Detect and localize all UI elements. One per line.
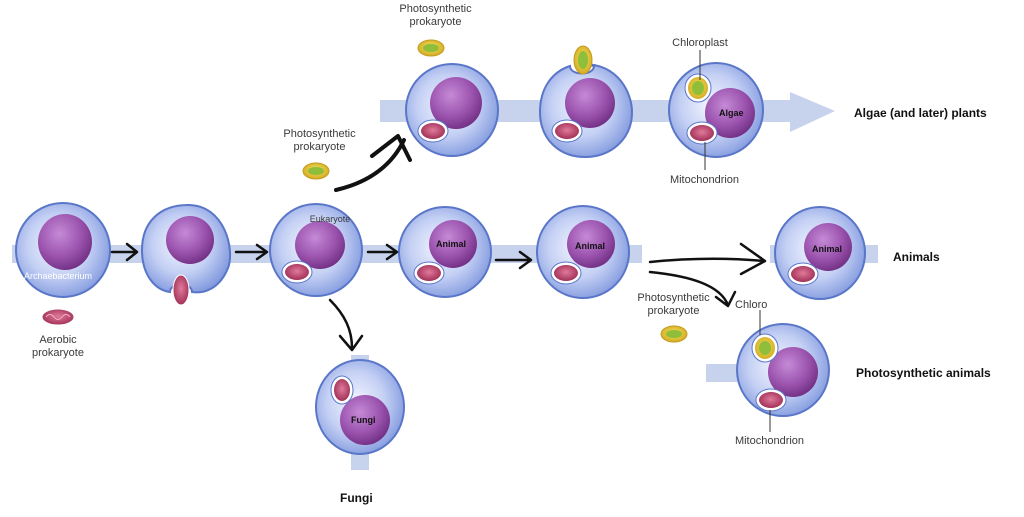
cell-algae [668,62,764,158]
outcome-algae-plants: Algae (and later) plants [854,106,987,120]
label-mitochondrion-top: Mitochondrion [669,174,740,186]
cell-top-2 [538,45,634,159]
label-chloroplast-cut: Chloro [735,299,768,311]
cell-animal-1 [398,206,492,298]
cell-photosynthetic-animal [736,323,830,417]
cell-archaebacterium [15,202,111,298]
arrows [110,134,767,352]
cell-top-1 [405,63,499,157]
outcome-photosynthetic-animals: Photosynthetic animals [856,366,991,380]
label-animal-1: Animal [436,239,467,249]
free-chloroplast-right [660,325,688,343]
free-chloroplast-mid [302,162,330,180]
label-photosynthetic-top: Photosynthetic prokaryote [399,3,472,28]
label-animal-2: Animal [575,241,606,251]
cell-fungi [315,359,405,455]
label-fungi-inner: Fungi [351,415,376,425]
label-animal-3: Animal [812,244,843,254]
arrow-photo-animals [648,270,737,308]
band-top-arrow [790,92,835,132]
label-photosynthetic-right: Photosynthetic prokaryote [637,292,710,317]
label-archaebacterium: Archaebacterium [24,271,93,281]
label-mitochondrion-bottom: Mitochondrion [734,435,805,447]
cell-engulfing [140,203,232,306]
arrow-4 [494,250,533,270]
outcome-animals: Animals [893,250,940,264]
arrow-top [334,134,412,192]
arrow-1 [110,242,139,262]
label-photosynthetic-mid: Photosynthetic prokaryote [283,128,356,153]
outcome-fungi: Fungi [340,491,373,505]
aerobic-prokaryote [41,308,75,326]
label-eukaryote: Eukaryote [309,214,351,224]
cell-animal-3 [774,206,866,300]
arrow-animals [648,242,767,276]
label-algae: Algae [719,108,744,118]
label-aerobic: Aerobic prokaryote [32,334,84,359]
leader-lines [699,50,771,432]
arrow-2 [234,243,269,261]
cell-eukaryote [269,203,363,297]
free-chloroplast-top [417,39,445,57]
arrow-3 [366,243,399,261]
cell-animal-2 [536,205,630,299]
label-chloroplast: Chloroplast [672,37,728,49]
arrow-fungi [328,298,364,352]
